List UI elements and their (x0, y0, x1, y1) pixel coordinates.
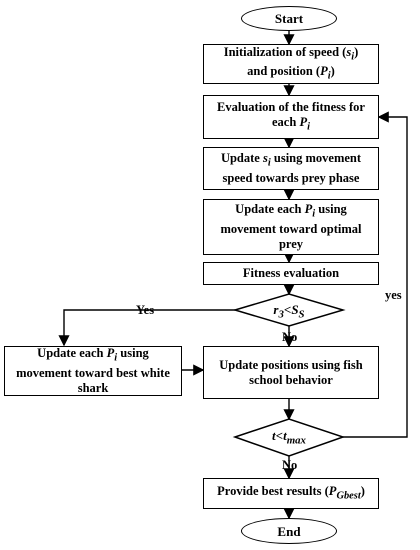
edge-label-yes: Yes (136, 303, 155, 317)
decision-tmax (232, 418, 346, 457)
step-initialization: Initialization of speed (si)and position… (203, 44, 379, 84)
edge-label-no-tmax: No (282, 458, 298, 472)
loop-yes-arrow (343, 111, 408, 438)
edge-label-yes-loop: yes (385, 288, 402, 302)
start-terminal: Start (241, 6, 337, 31)
decision-tmax-label: t<tmax (272, 428, 306, 447)
decision-r3-label: r3<SS (273, 302, 305, 321)
decision-r3 (232, 293, 346, 327)
step-fitness-evaluation: Fitness evaluation (203, 262, 379, 285)
edge-label-no-r3: No (282, 330, 298, 344)
end-terminal: End (241, 518, 337, 544)
step-provide-best: Provide best results (PGbest) (203, 478, 379, 509)
arrow-r3-yes (58, 309, 235, 347)
